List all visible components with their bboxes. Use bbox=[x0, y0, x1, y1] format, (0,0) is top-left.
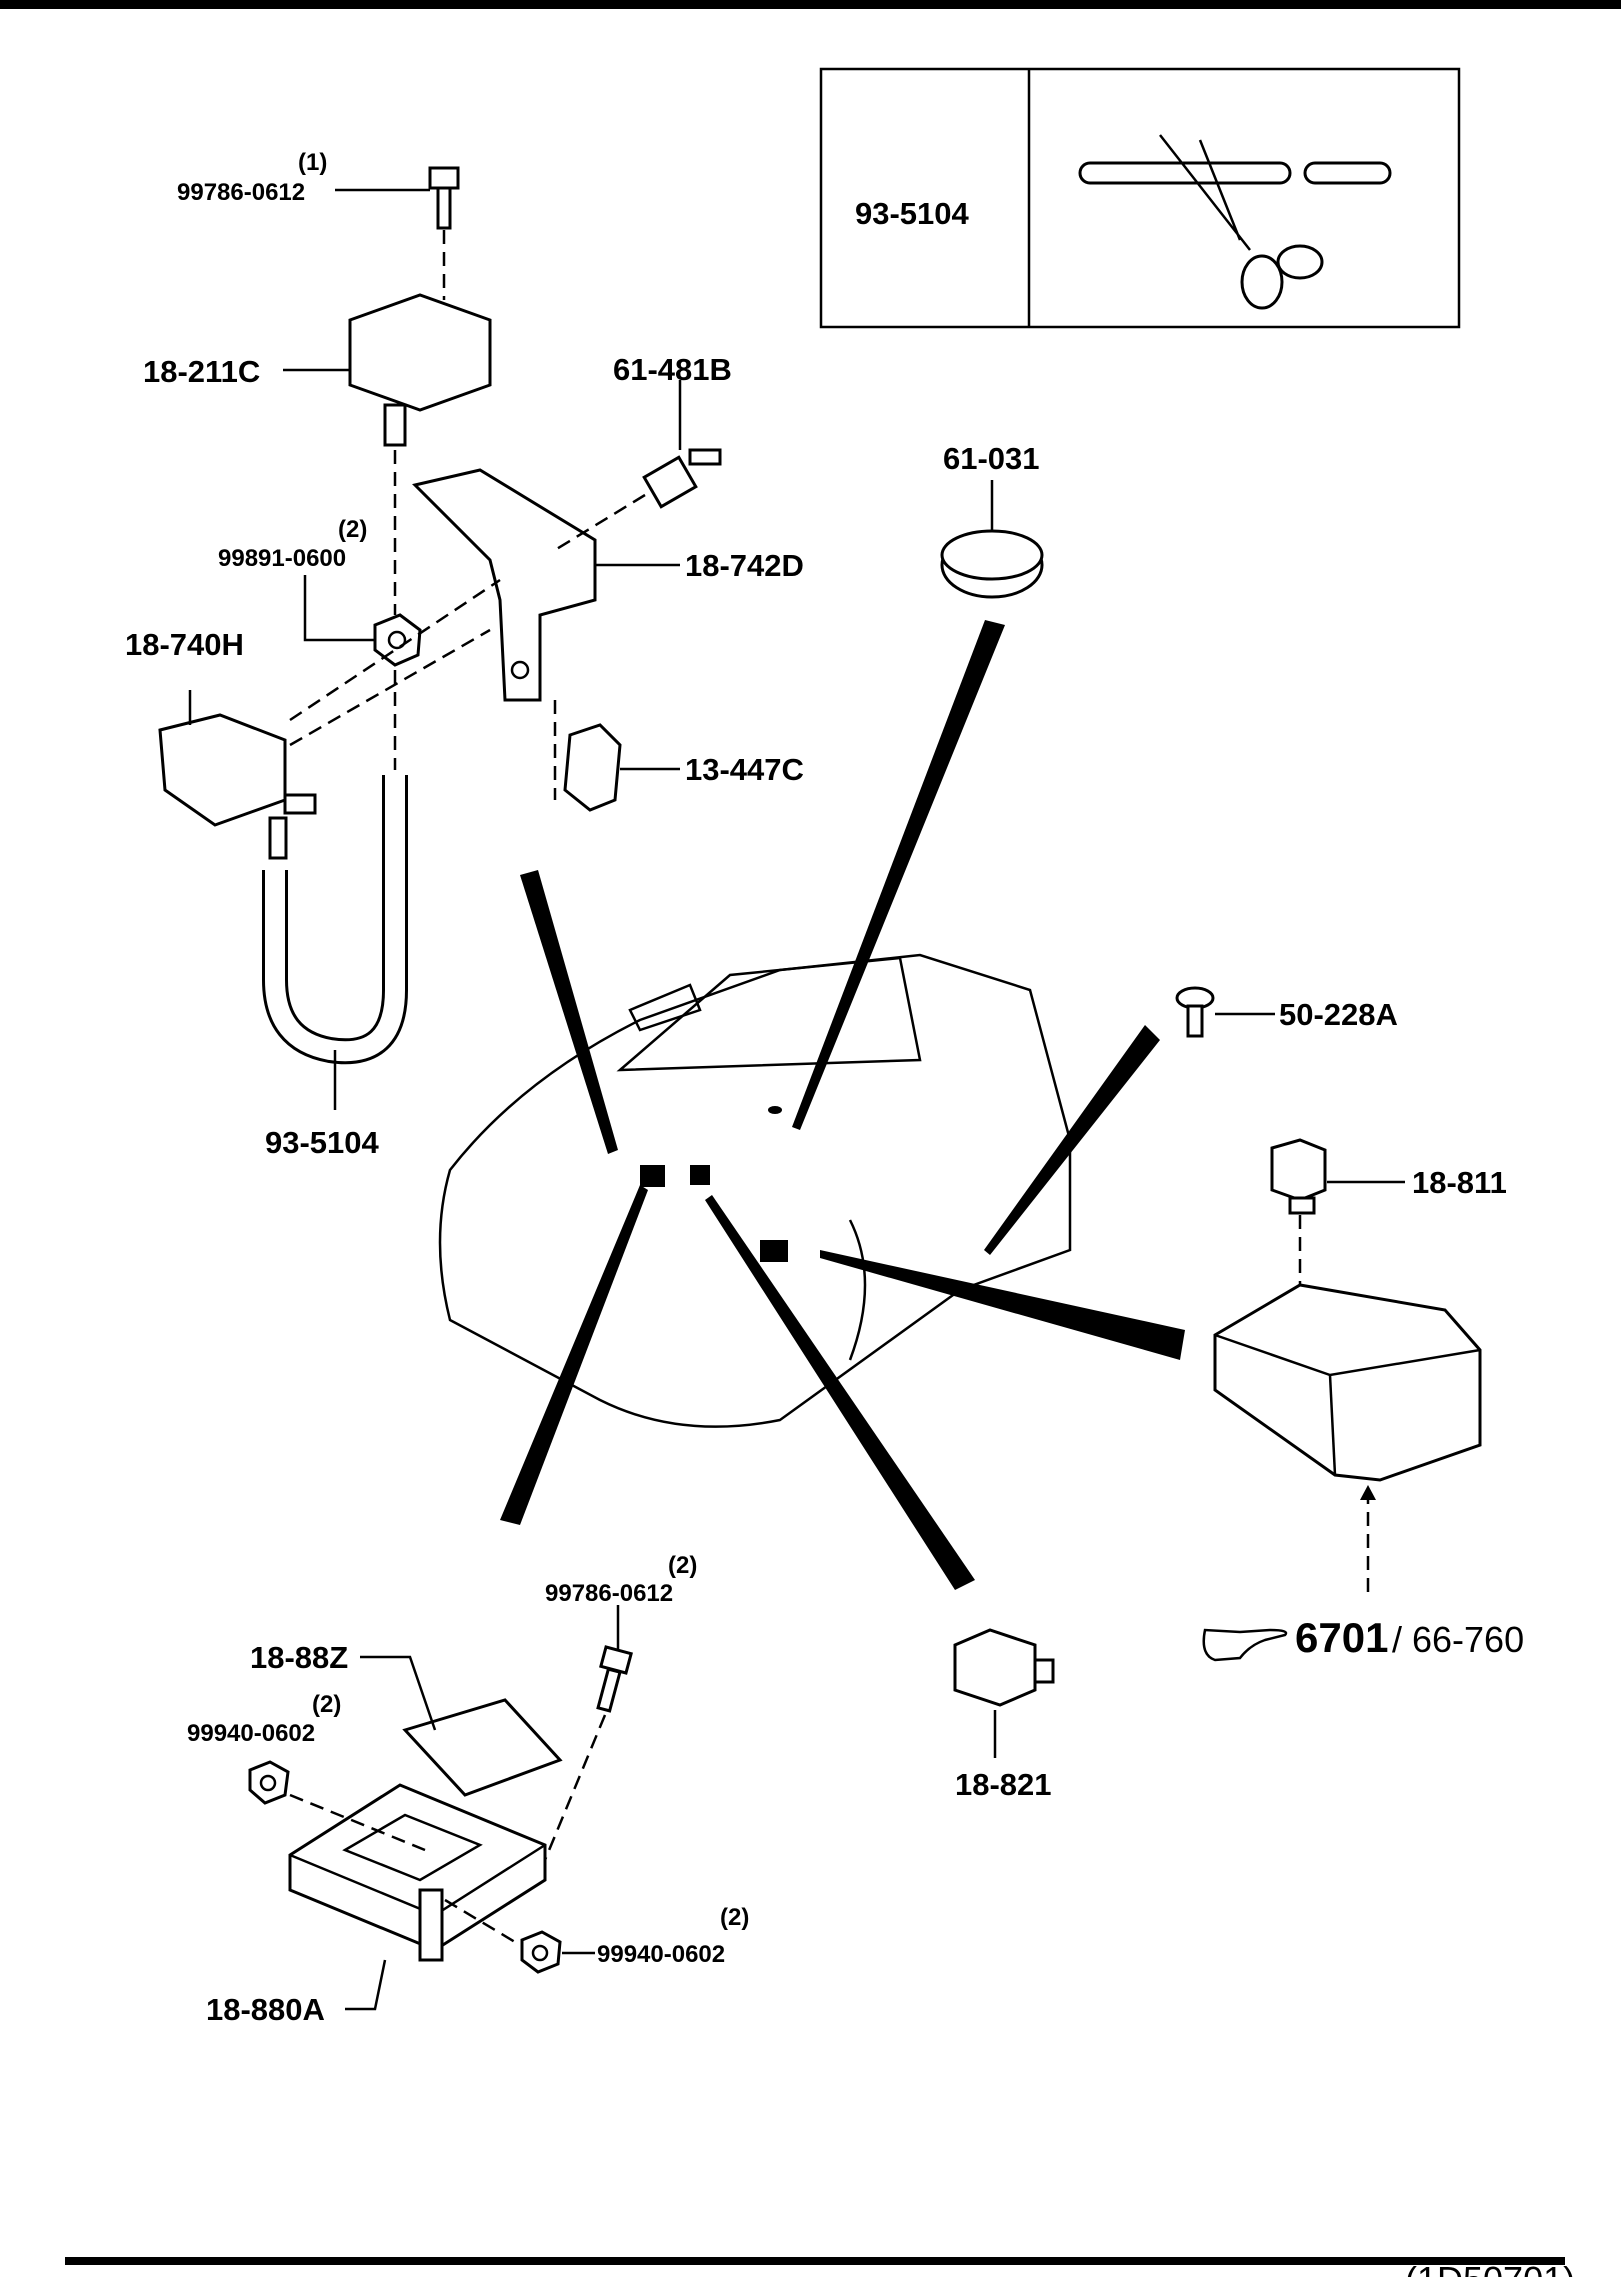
inset-part-number: 93-5104 bbox=[855, 196, 970, 231]
leader-beam bbox=[500, 1185, 648, 1525]
leader-beam bbox=[792, 620, 1005, 1130]
scissors-icon bbox=[1078, 134, 1392, 310]
label-18-88Z: 18-88Z bbox=[250, 1640, 348, 1675]
label-18-742D: 18-742D bbox=[685, 548, 804, 583]
label-13-447C: 13-447C bbox=[685, 752, 804, 787]
label-93-5104: 93-5104 bbox=[265, 1125, 380, 1160]
component-marker bbox=[760, 1240, 788, 1262]
label-18-880A: 18-880A bbox=[206, 1992, 325, 2027]
top-rule bbox=[0, 0, 1621, 9]
label-61-481B: 61-481B bbox=[613, 352, 732, 387]
component-marker bbox=[690, 1165, 710, 1185]
reference-part[interactable]: 66-760 bbox=[1412, 1619, 1524, 1660]
label-50-228A: 50-228A bbox=[1279, 997, 1398, 1032]
leader-beam bbox=[984, 1025, 1160, 1255]
fuse-box-66-760 bbox=[1213, 1283, 1482, 1482]
leader-beam bbox=[820, 1250, 1185, 1360]
qty-nut-left: (2) bbox=[312, 1691, 341, 1718]
label-18-211C: 18-211C bbox=[143, 354, 260, 389]
screw-50-228A bbox=[1175, 986, 1215, 1038]
unit-18-880A bbox=[288, 1783, 547, 1962]
bolt-99786-bottom bbox=[596, 1645, 633, 1713]
label-61-031: 61-031 bbox=[943, 441, 1040, 476]
valve-18-740H bbox=[158, 713, 317, 860]
qty-nut-99891: (2) bbox=[338, 516, 367, 543]
footer-code: (1D50701) bbox=[1405, 2259, 1575, 2277]
nut-99940-right bbox=[520, 1930, 562, 1974]
leader-beam bbox=[705, 1195, 975, 1590]
pointing-hand-icon bbox=[1202, 1628, 1288, 1662]
reference-separator: / bbox=[1392, 1619, 1402, 1660]
relay-18-821 bbox=[953, 1628, 1055, 1707]
component-marker bbox=[640, 1165, 665, 1187]
label-18-811: 18-811 bbox=[1412, 1165, 1507, 1200]
relay-18-811 bbox=[1270, 1138, 1327, 1215]
leader-beam bbox=[520, 870, 618, 1154]
label-bolt-bottom: 99786-0612 bbox=[545, 1580, 673, 1607]
inset-box: 93-5104 bbox=[819, 67, 1461, 329]
label-18-821: 18-821 bbox=[955, 1767, 1052, 1802]
car-outline bbox=[438, 953, 1072, 1428]
qty-bolt-top: (1) bbox=[298, 149, 327, 176]
component-marker bbox=[768, 1106, 782, 1114]
solenoid-18-211C bbox=[348, 293, 492, 447]
nut-99940-left bbox=[248, 1760, 290, 1805]
bolt-99786-top bbox=[428, 166, 460, 230]
reference-section[interactable]: 6701 bbox=[1295, 1614, 1388, 1661]
qty-nut-right: (2) bbox=[720, 1904, 749, 1931]
label-nut-right: 99940-0602 bbox=[597, 1941, 725, 1968]
label-bolt-top: 99786-0612 bbox=[177, 179, 305, 206]
label-18-740H: 18-740H bbox=[125, 627, 244, 662]
plug-61-031 bbox=[940, 529, 1044, 599]
reference-link[interactable]: 6701 / 66-760 bbox=[1202, 1614, 1524, 1662]
bracket-18-742D bbox=[412, 468, 597, 702]
bottom-rule bbox=[65, 2257, 1565, 2265]
nut-99891-0600 bbox=[373, 613, 422, 667]
qty-bolt-bottom: (2) bbox=[668, 1552, 697, 1579]
arrow-up-icon bbox=[1360, 1485, 1376, 1500]
label-nut-left: 99940-0602 bbox=[187, 1720, 315, 1747]
hose-93-5104 bbox=[262, 775, 408, 1065]
label-nut-99891: 99891-0600 bbox=[218, 545, 346, 572]
label-18-88Z bbox=[402, 1698, 563, 1797]
clip-13-447C bbox=[563, 723, 622, 812]
connector-61-481B bbox=[642, 448, 722, 509]
